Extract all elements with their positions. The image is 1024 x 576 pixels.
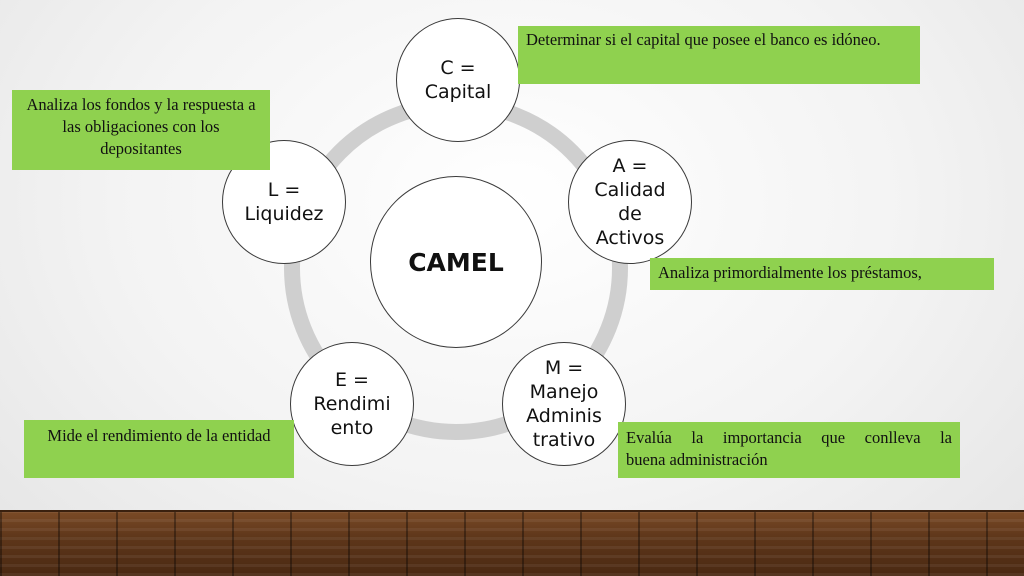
- node-capital: C = Capital: [396, 18, 520, 142]
- note-manejo-administrativo: Evalúa la importancia que conlleva la bu…: [618, 422, 960, 478]
- node-rendimiento: E = Rendimi ento: [290, 342, 414, 466]
- node-calidad-activos: A = Calidad de Activos: [568, 140, 692, 264]
- node-calidad-activos-label: A = Calidad de Activos: [594, 155, 666, 249]
- note-manejo-line-1: Evalúa la importancia que conlleva la: [626, 428, 952, 447]
- node-liquidez: L = Liquidez: [222, 140, 346, 264]
- floor-edge: [0, 510, 1024, 513]
- node-manejo-administrativo-label: M = Manejo Adminis trativo: [526, 357, 602, 451]
- note-rendimiento: Mide el rendimiento de la entidad: [24, 420, 294, 478]
- node-rendimiento-label: E = Rendimi ento: [313, 369, 391, 439]
- note-liquidez: Analiza los fondos y la respuesta a las …: [12, 90, 270, 170]
- center-node-camel: CAMEL: [370, 176, 542, 348]
- node-manejo-administrativo: M = Manejo Adminis trativo: [502, 342, 626, 466]
- wood-floor: [0, 512, 1024, 576]
- note-calidad-activos: Analiza primordialmente los préstamos,: [650, 258, 994, 290]
- note-capital: Determinar si el capital que posee el ba…: [518, 26, 920, 84]
- note-manejo-line-2: buena administración: [626, 450, 768, 469]
- node-liquidez-label: L = Liquidez: [244, 179, 324, 225]
- center-label: CAMEL: [408, 247, 504, 277]
- node-capital-label: C = Capital: [424, 57, 492, 103]
